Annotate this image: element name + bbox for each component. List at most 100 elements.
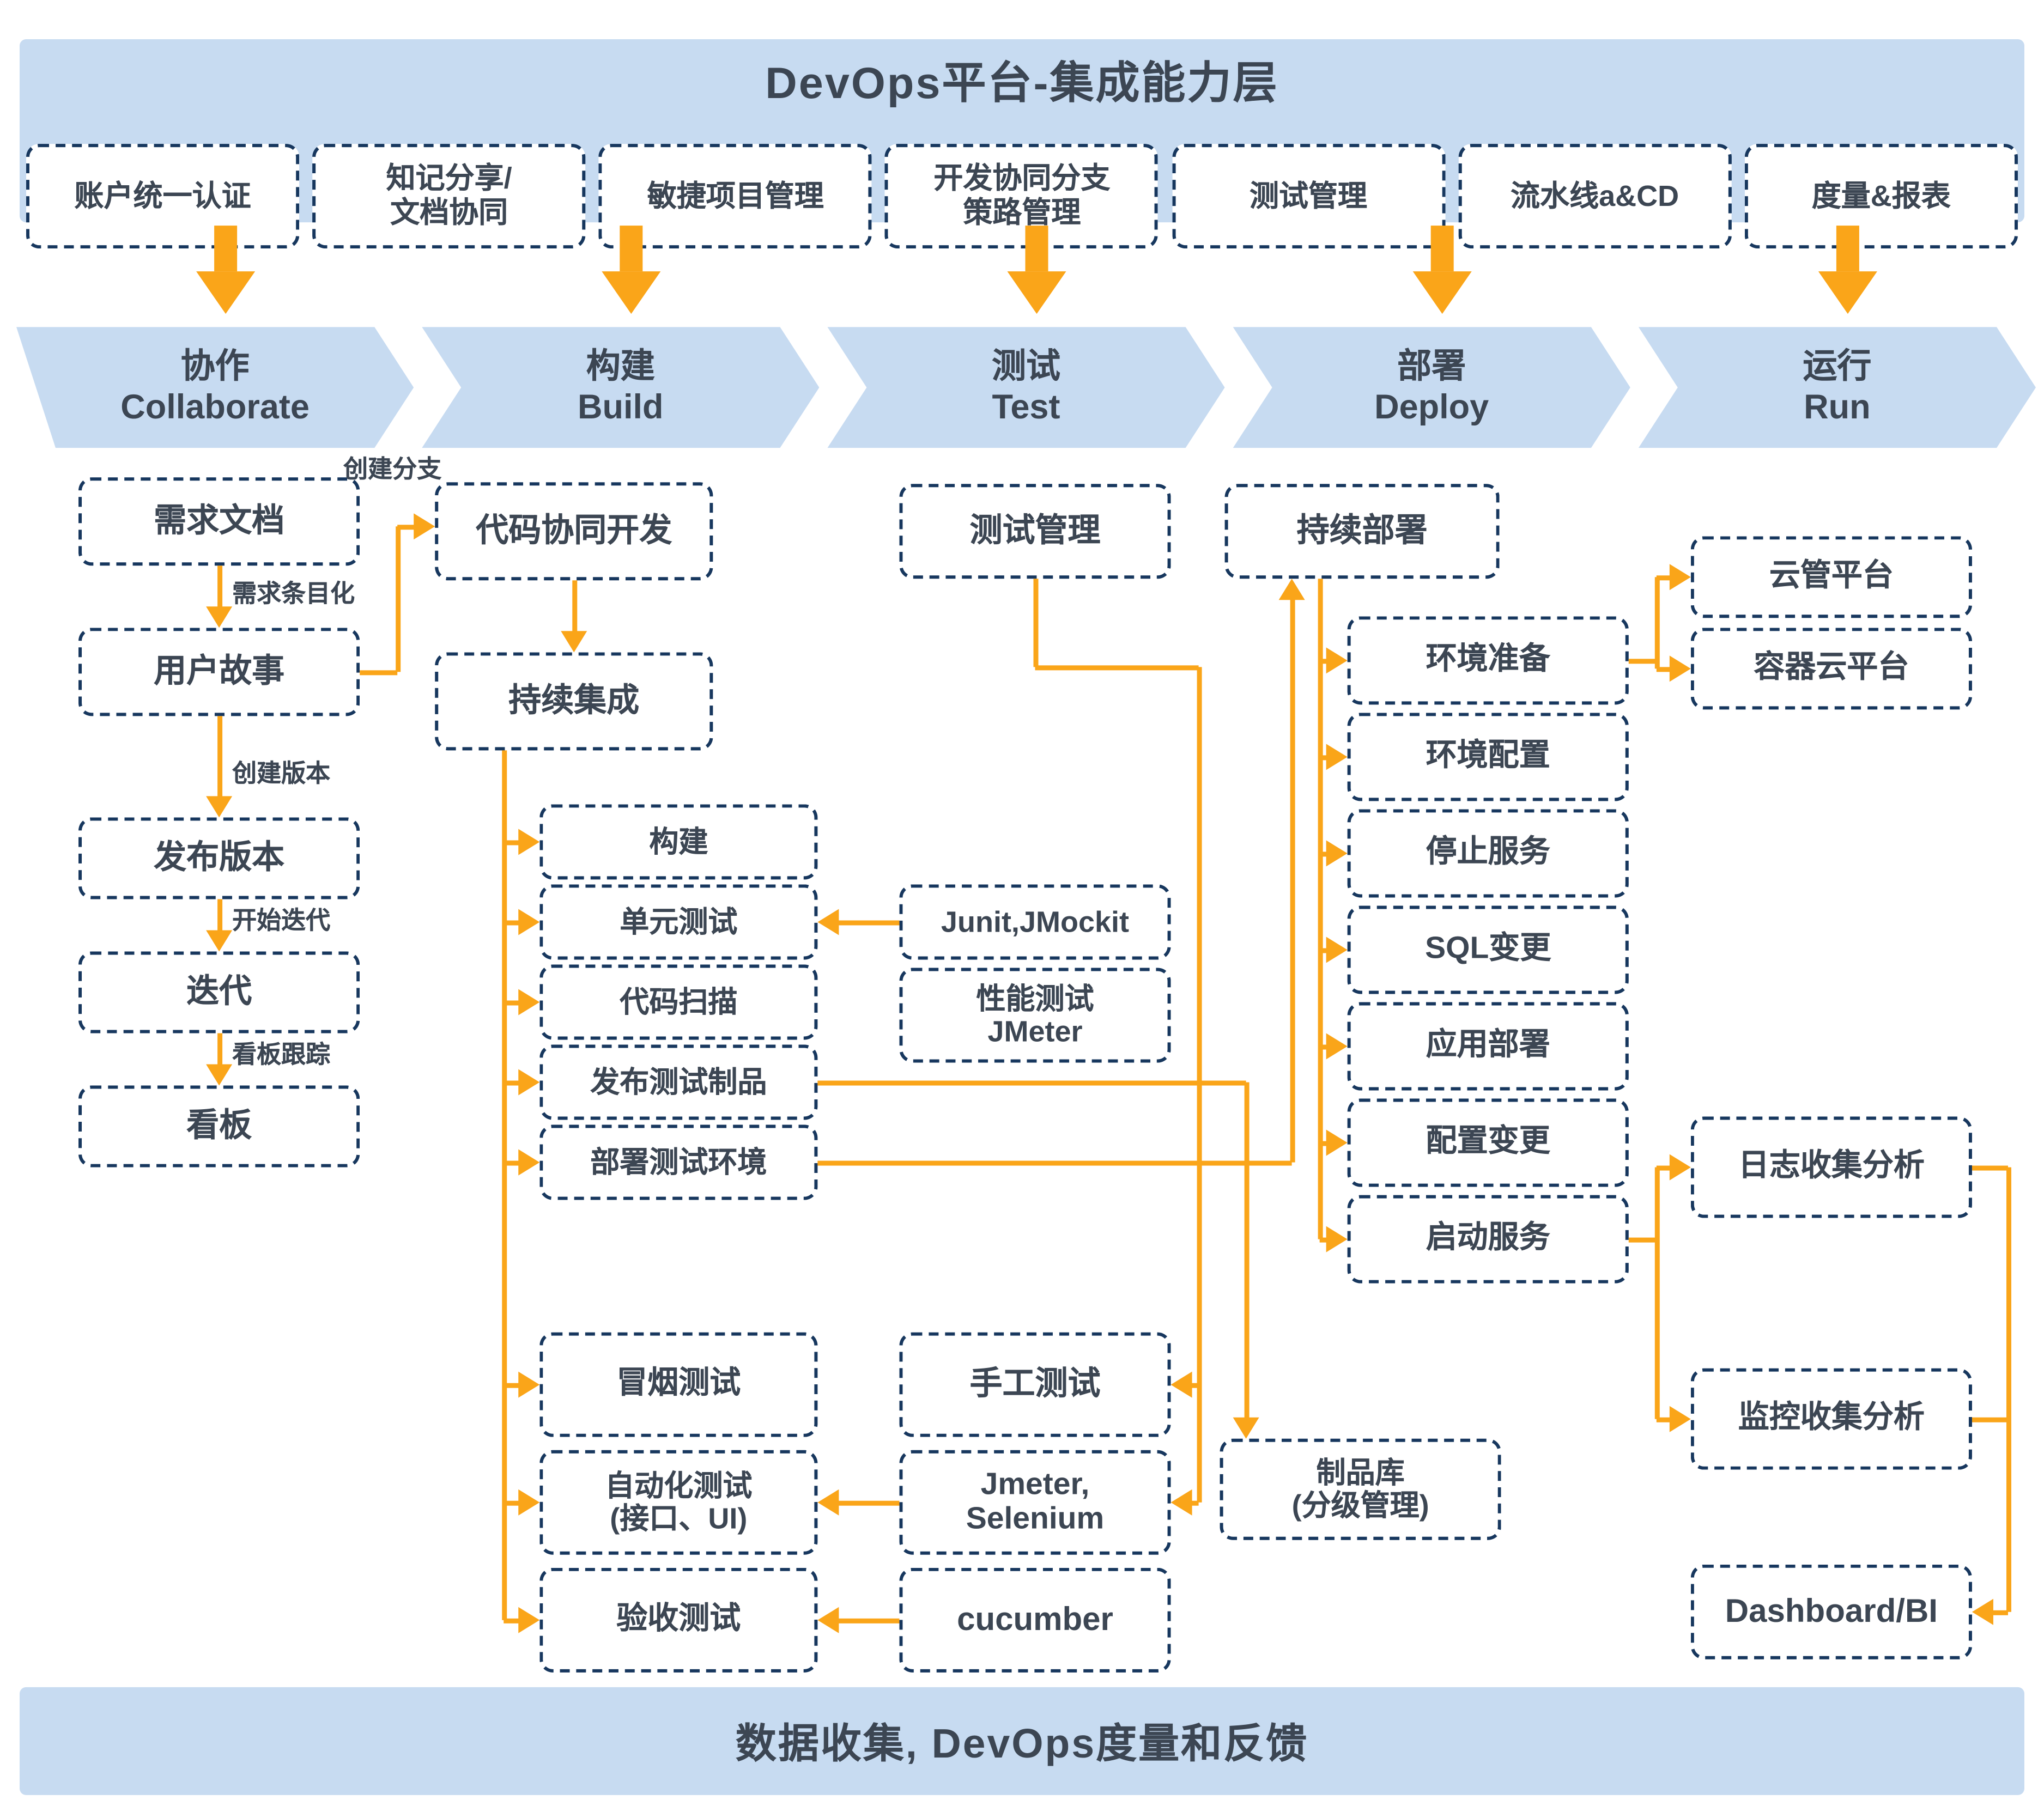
- connector-segment: [395, 526, 400, 672]
- connector-arrowhead: [1326, 1033, 1348, 1060]
- connector-arrowhead: [518, 1607, 540, 1633]
- down-arrow-icon: [1007, 226, 1066, 317]
- connector-segment: [216, 899, 222, 935]
- node-label: 容器云平台: [1754, 651, 1909, 686]
- connector-segment: [1991, 1609, 2008, 1615]
- capability-2: 敏捷项目管理: [599, 144, 872, 249]
- node-app-deploy: 应用部署: [1347, 1002, 1629, 1091]
- down-arrow-icon: [1412, 226, 1472, 317]
- page-title: DevOps平台-集成能力层: [765, 59, 1279, 108]
- connector-segment: [504, 1618, 520, 1623]
- connector-arrowhead: [518, 1149, 540, 1176]
- connector-segment: [216, 566, 222, 612]
- down-arrow-shaft: [214, 226, 238, 272]
- node-label: 自动化测试: [605, 1469, 753, 1503]
- down-arrow-head: [1007, 271, 1066, 314]
- connector-arrowhead: [518, 1069, 540, 1096]
- node-build: 构建: [539, 804, 818, 880]
- connector-arrowhead: [1326, 744, 1348, 770]
- connector-segment: [504, 999, 520, 1005]
- node-cloud-mgmt: 云管平台: [1690, 536, 1972, 618]
- connector-arrowhead: [518, 989, 540, 1016]
- connector-segment: [360, 669, 398, 674]
- connector-segment: [501, 750, 506, 1620]
- connector-segment: [1656, 574, 1671, 580]
- connector-segment: [837, 1500, 900, 1505]
- connector-arrowhead: [1170, 1489, 1192, 1516]
- connector-arrowhead: [206, 796, 233, 818]
- connector-segment: [1289, 598, 1295, 1163]
- stage-label-zh: 测试: [991, 348, 1061, 386]
- node-label: 云管平台: [1769, 560, 1894, 594]
- node-label: 应用部署: [1426, 1029, 1550, 1063]
- node-label: 性能测试: [976, 982, 1094, 1016]
- connector-segment: [1628, 658, 1657, 663]
- node-kanban: 看板: [78, 1085, 360, 1168]
- connector-segment: [1319, 850, 1328, 856]
- connector-segment: [1319, 754, 1328, 759]
- node-req-doc: 需求文档: [78, 477, 360, 566]
- connector-segment: [216, 716, 222, 801]
- stage-label-en: Build: [578, 389, 664, 427]
- connector-arrowhead: [414, 513, 435, 540]
- capability-row: 账户统一认证知记分享/ 文档协同敏捷项目管理开发协同分支 策路管理测试管理流水线…: [26, 144, 2018, 249]
- connector-segment: [1319, 1044, 1328, 1049]
- connector-segment: [1656, 1165, 1671, 1170]
- connector-segment: [1196, 667, 1202, 1503]
- stage-label-zh: 构建: [586, 348, 655, 386]
- connector-arrowhead: [1170, 1371, 1192, 1398]
- capability-6: 度量&报表: [1744, 144, 2018, 249]
- connector-arrowhead: [206, 930, 233, 952]
- node-label: 制品库: [1316, 1456, 1405, 1489]
- node-dashboard-bi: Dashboard/BI: [1690, 1564, 1972, 1659]
- node-label: 发布版本: [154, 840, 285, 876]
- connector-segment: [1972, 1416, 2008, 1422]
- connector-segment: [504, 1500, 520, 1505]
- node-label: 迭代: [186, 974, 252, 1010]
- node-label: 构建: [649, 825, 708, 859]
- connector-arrowhead: [518, 1489, 540, 1516]
- node-label: 持续部署: [1296, 513, 1428, 549]
- connector-segment: [817, 1160, 1292, 1165]
- connector-segment: [1654, 577, 1659, 669]
- down-arrow-icon: [196, 226, 256, 317]
- node-config-change: 配置变更: [1347, 1098, 1629, 1187]
- down-arrow-shaft: [620, 226, 643, 272]
- connector-segment: [1319, 658, 1328, 663]
- connector-arrowhead: [1326, 937, 1348, 963]
- connector-segment: [1656, 666, 1671, 671]
- connector-arrowhead: [1669, 655, 1691, 682]
- connector-segment: [1319, 1140, 1328, 1146]
- node-label: 验收测试: [616, 1602, 741, 1637]
- connector-arrowhead: [817, 909, 839, 935]
- edge-label-create-branch: 创建分支: [343, 456, 442, 484]
- node-label: 代码协同开发: [476, 513, 672, 549]
- feedback-banner: 数据收集, DevOps度量和反馈: [20, 1687, 2024, 1795]
- node-start-service: 启动服务: [1347, 1195, 1629, 1284]
- node-sql-change: SQL变更: [1347, 905, 1629, 994]
- edge-label-itemize: 需求条目化: [232, 580, 355, 609]
- node-label: 看板: [186, 1108, 252, 1144]
- stage-label-zh: 运行: [1803, 348, 1872, 386]
- node-label: 用户故事: [154, 653, 285, 690]
- edge-label-kanban-track: 看板跟踪: [232, 1041, 331, 1069]
- connector-segment: [1654, 1167, 1659, 1419]
- node-label: 手工测试: [969, 1366, 1101, 1403]
- connector-arrowhead: [518, 1371, 540, 1398]
- connector-segment: [1244, 1082, 1249, 1422]
- connector-arrowhead: [561, 631, 587, 653]
- down-arrow-head: [602, 271, 661, 314]
- node-env-prep: 环境准备: [1347, 616, 1629, 705]
- node-label: cucumber: [957, 1602, 1113, 1638]
- connector-segment: [1033, 579, 1038, 667]
- stage-label-en: Run: [1804, 389, 1871, 427]
- node-label: (分级管理): [1291, 1489, 1429, 1522]
- connector-segment: [1190, 1500, 1199, 1505]
- connector-arrowhead: [518, 909, 540, 935]
- feedback-banner-text: 数据收集, DevOps度量和反馈: [735, 1721, 1309, 1767]
- edge-label-create-version: 创建版本: [232, 760, 331, 788]
- node-monitor-analysis: 监控收集分析: [1690, 1368, 1972, 1470]
- node-label: Selenium: [966, 1502, 1105, 1537]
